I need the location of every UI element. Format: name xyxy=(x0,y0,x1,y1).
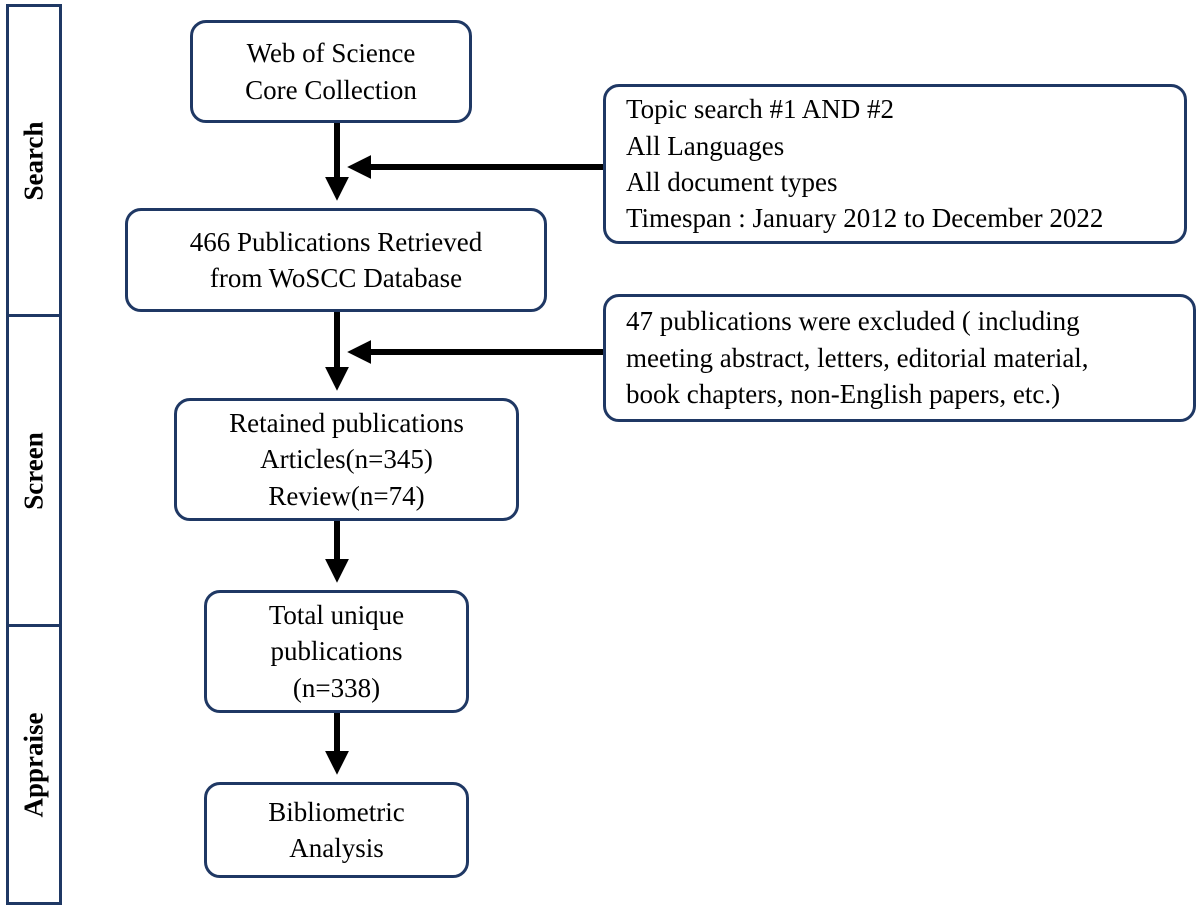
box-text: Core Collection xyxy=(245,74,417,105)
box-text: publications xyxy=(270,636,403,667)
stage-appraise: Appraise xyxy=(6,624,62,905)
box-text: book chapters, non-English papers, etc.) xyxy=(626,379,1061,410)
box-text: (n=338) xyxy=(292,672,381,703)
box-text: Review(n=74) xyxy=(268,480,425,511)
box-total-unique-publications: Total unique publications (n=338) xyxy=(204,590,469,713)
box-text: All Languages xyxy=(626,130,785,161)
box-publications-retrieved: 466 Publications Retrieved from WoSCC Da… xyxy=(125,208,547,312)
box-text: All document types xyxy=(626,167,838,197)
box-bibliometric-analysis: Bibliometric Analysis xyxy=(204,782,469,878)
stage-search: Search xyxy=(6,4,62,317)
stage-screen: Screen xyxy=(6,314,62,627)
box-retained-publications: Retained publications Articles(n=345) Re… xyxy=(174,398,519,521)
box-text: Total unique xyxy=(268,599,405,630)
box-text: Timespan : January 2012 to December 2022 xyxy=(626,203,1104,234)
box-text: Web of Science xyxy=(246,38,416,69)
box-text: Articles(n=345) xyxy=(260,444,433,475)
box-web-of-science: Web of Science Core Collection xyxy=(190,20,472,123)
box-text: Retained publications xyxy=(229,407,464,438)
box-text: Topic search #1 AND #2 xyxy=(626,94,895,125)
box-text: Analysis xyxy=(289,833,384,863)
box-text: 47 publications were excluded ( includin… xyxy=(626,306,1080,337)
box-search-criteria: Topic search #1 AND #2 All Languages All… xyxy=(603,84,1187,244)
box-text: 466 Publications Retrieved xyxy=(189,226,483,257)
box-text: Bibliometric xyxy=(268,796,405,827)
box-text: from WoSCC Database xyxy=(209,263,463,293)
box-text: meeting abstract, letters, editorial mat… xyxy=(626,342,1089,373)
box-publications-excluded: 47 publications were excluded ( includin… xyxy=(603,294,1196,422)
